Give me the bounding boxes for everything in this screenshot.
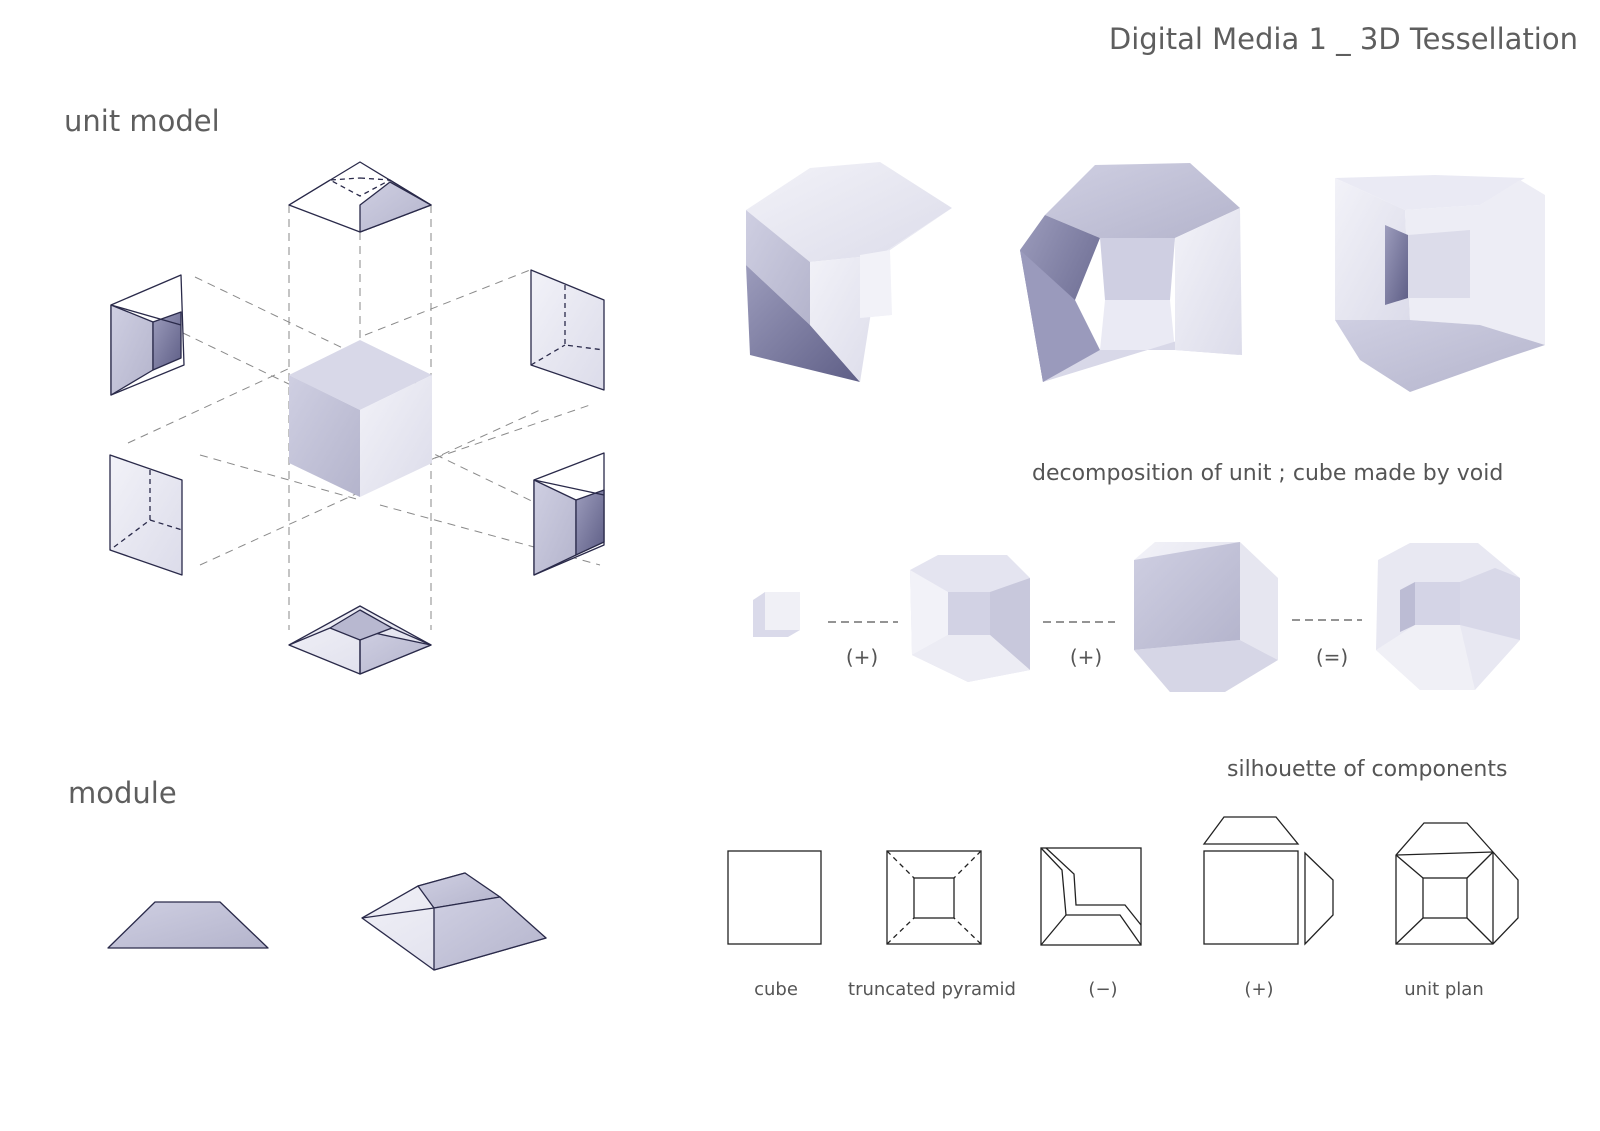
module-trapezoid-front <box>107 901 269 949</box>
bottom-pyramid <box>288 605 432 675</box>
left-top-panel <box>110 274 185 396</box>
unit-model-diagram <box>109 161 605 675</box>
section-title-unit-model: unit model <box>64 104 220 138</box>
silhouette-truncated-pyramid <box>886 850 982 945</box>
unit-result-render <box>1376 543 1520 690</box>
render-unit-view-3 <box>1335 175 1545 392</box>
silhouette-minus <box>1040 847 1142 946</box>
section-title-module: module <box>68 776 177 810</box>
small-cube-render <box>753 592 800 637</box>
page-title: Digital Media 1 _ 3D Tessellation <box>1108 22 1578 56</box>
decomposition-row <box>753 542 1520 692</box>
module-drawings <box>107 872 547 971</box>
label-plus: (+) <box>1244 979 1274 1000</box>
operator-equals: (=) <box>1315 645 1349 669</box>
center-cube <box>289 340 432 497</box>
cube-void-render <box>1134 542 1278 692</box>
operator-plus-2: (+) <box>1069 645 1103 669</box>
operator-plus-1: (+) <box>845 645 879 669</box>
silhouettes <box>727 816 1519 946</box>
label-cube: cube <box>754 979 798 1000</box>
silhouette-plus <box>1202 816 1334 946</box>
render-unit-view-2 <box>1020 163 1242 382</box>
truncated-pyramid-render <box>910 555 1030 682</box>
left-bottom-panel <box>109 454 183 576</box>
caption-silhouette: silhouette of components <box>1227 757 1508 782</box>
label-truncated-pyramid: truncated pyramid <box>848 979 1016 1000</box>
right-bottom-panel <box>533 452 605 576</box>
label-minus: (−) <box>1088 979 1118 1000</box>
module-trapezoid-isometric <box>361 872 547 971</box>
label-unit-plan: unit plan <box>1404 979 1484 1000</box>
render-unit-view-1 <box>746 162 952 382</box>
top-pyramid <box>288 161 432 233</box>
caption-decomposition: decomposition of unit ; cube made by voi… <box>1032 461 1504 486</box>
silhouette-cube <box>727 850 822 945</box>
silhouette-unit-plan <box>1395 822 1519 945</box>
right-top-panel <box>530 269 605 391</box>
